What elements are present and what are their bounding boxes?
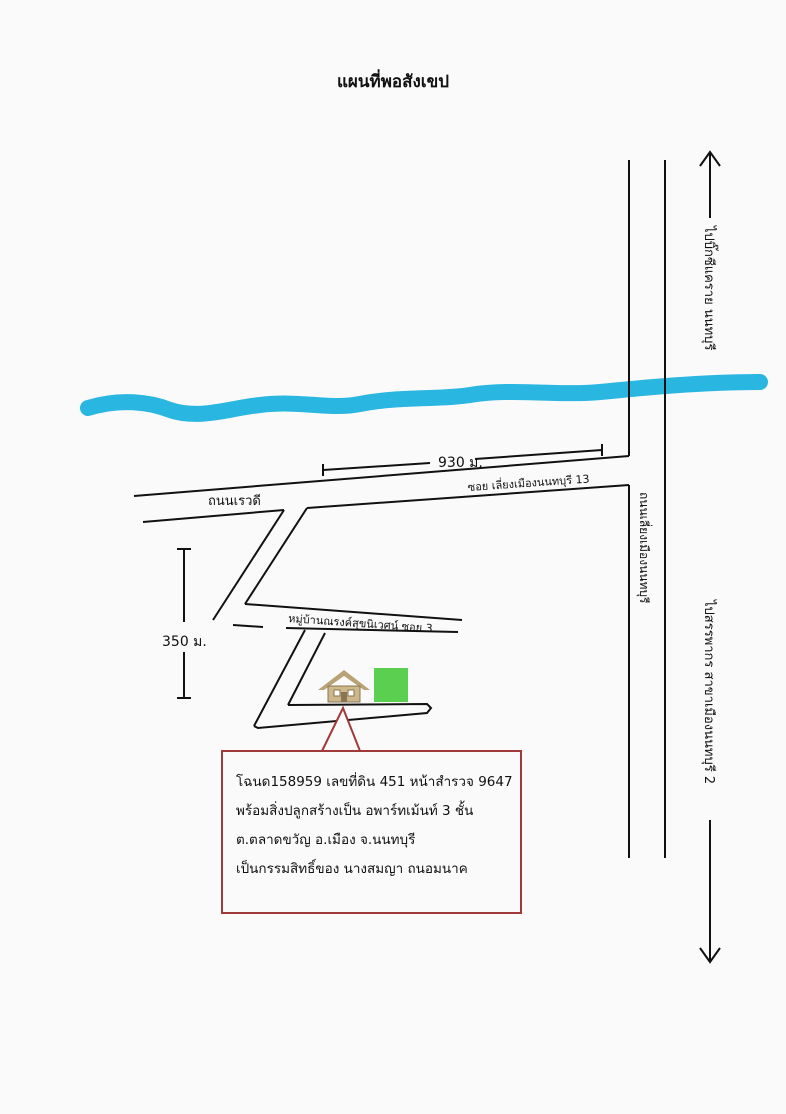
branch-left — [212, 509, 285, 621]
distance-top-line-a — [322, 462, 431, 471]
callout-pointer — [321, 705, 361, 752]
property-callout: โฉนด158959 เลขที่ดิน 451 หน้าสำรวจ 9647 … — [221, 750, 522, 914]
callout-line-3: ต.ตลาดขวัญ อ.เมือง จ.นนทบุรี — [236, 832, 416, 848]
direction-north-label: ไปบิ๊กซีแคราย นนทบุรี — [701, 225, 719, 350]
lane-left — [253, 629, 306, 727]
arrow-up-icon — [699, 150, 721, 218]
distance-left-label: 350 ม. — [162, 634, 207, 650]
callout-line-2: พร้อมสิ่งปลูกสร้างเป็น อพาร์ทเม้นท์ 3 ชั… — [236, 803, 474, 819]
road-bypass-label: ถนนเลี่ยงเมืองนนทบุรี — [636, 492, 653, 604]
callout-line-4: เป็นกรรมสิทธิ์ของ นางสมญา ถนอมนาค — [236, 861, 468, 877]
village-soi-bottom-b — [285, 627, 459, 633]
village-soi-top — [244, 603, 463, 621]
arrow-down-icon — [699, 820, 721, 964]
property-marker — [374, 668, 408, 702]
road-lower-edge-a — [142, 509, 285, 523]
map-title: แผนที่พอสังเขป — [336, 72, 450, 92]
river — [80, 374, 768, 422]
road-lower-edge-b — [306, 484, 630, 509]
branch-right — [244, 507, 308, 605]
callout-line-1: โฉนด158959 เลขที่ดิน 451 หน้าสำรวจ 9647 — [236, 774, 513, 790]
village-soi-bottom-a — [232, 624, 264, 628]
distance-top-line-b — [474, 449, 603, 460]
road-upper-edge — [133, 455, 630, 497]
soi-upper-label: ซอย เลี่ยงเมืองนนทบุรี 13 — [467, 471, 590, 494]
direction-south-label: ไปสรรพากร สาขาเมืองนนทบุรี 2 — [701, 599, 717, 784]
lane-end — [253, 702, 433, 730]
road-rewadee-label: ถนนเรวดี — [208, 493, 261, 509]
distance-top-label: 930 ม. — [438, 455, 483, 471]
lane-right — [287, 632, 326, 706]
house-icon — [318, 670, 370, 703]
